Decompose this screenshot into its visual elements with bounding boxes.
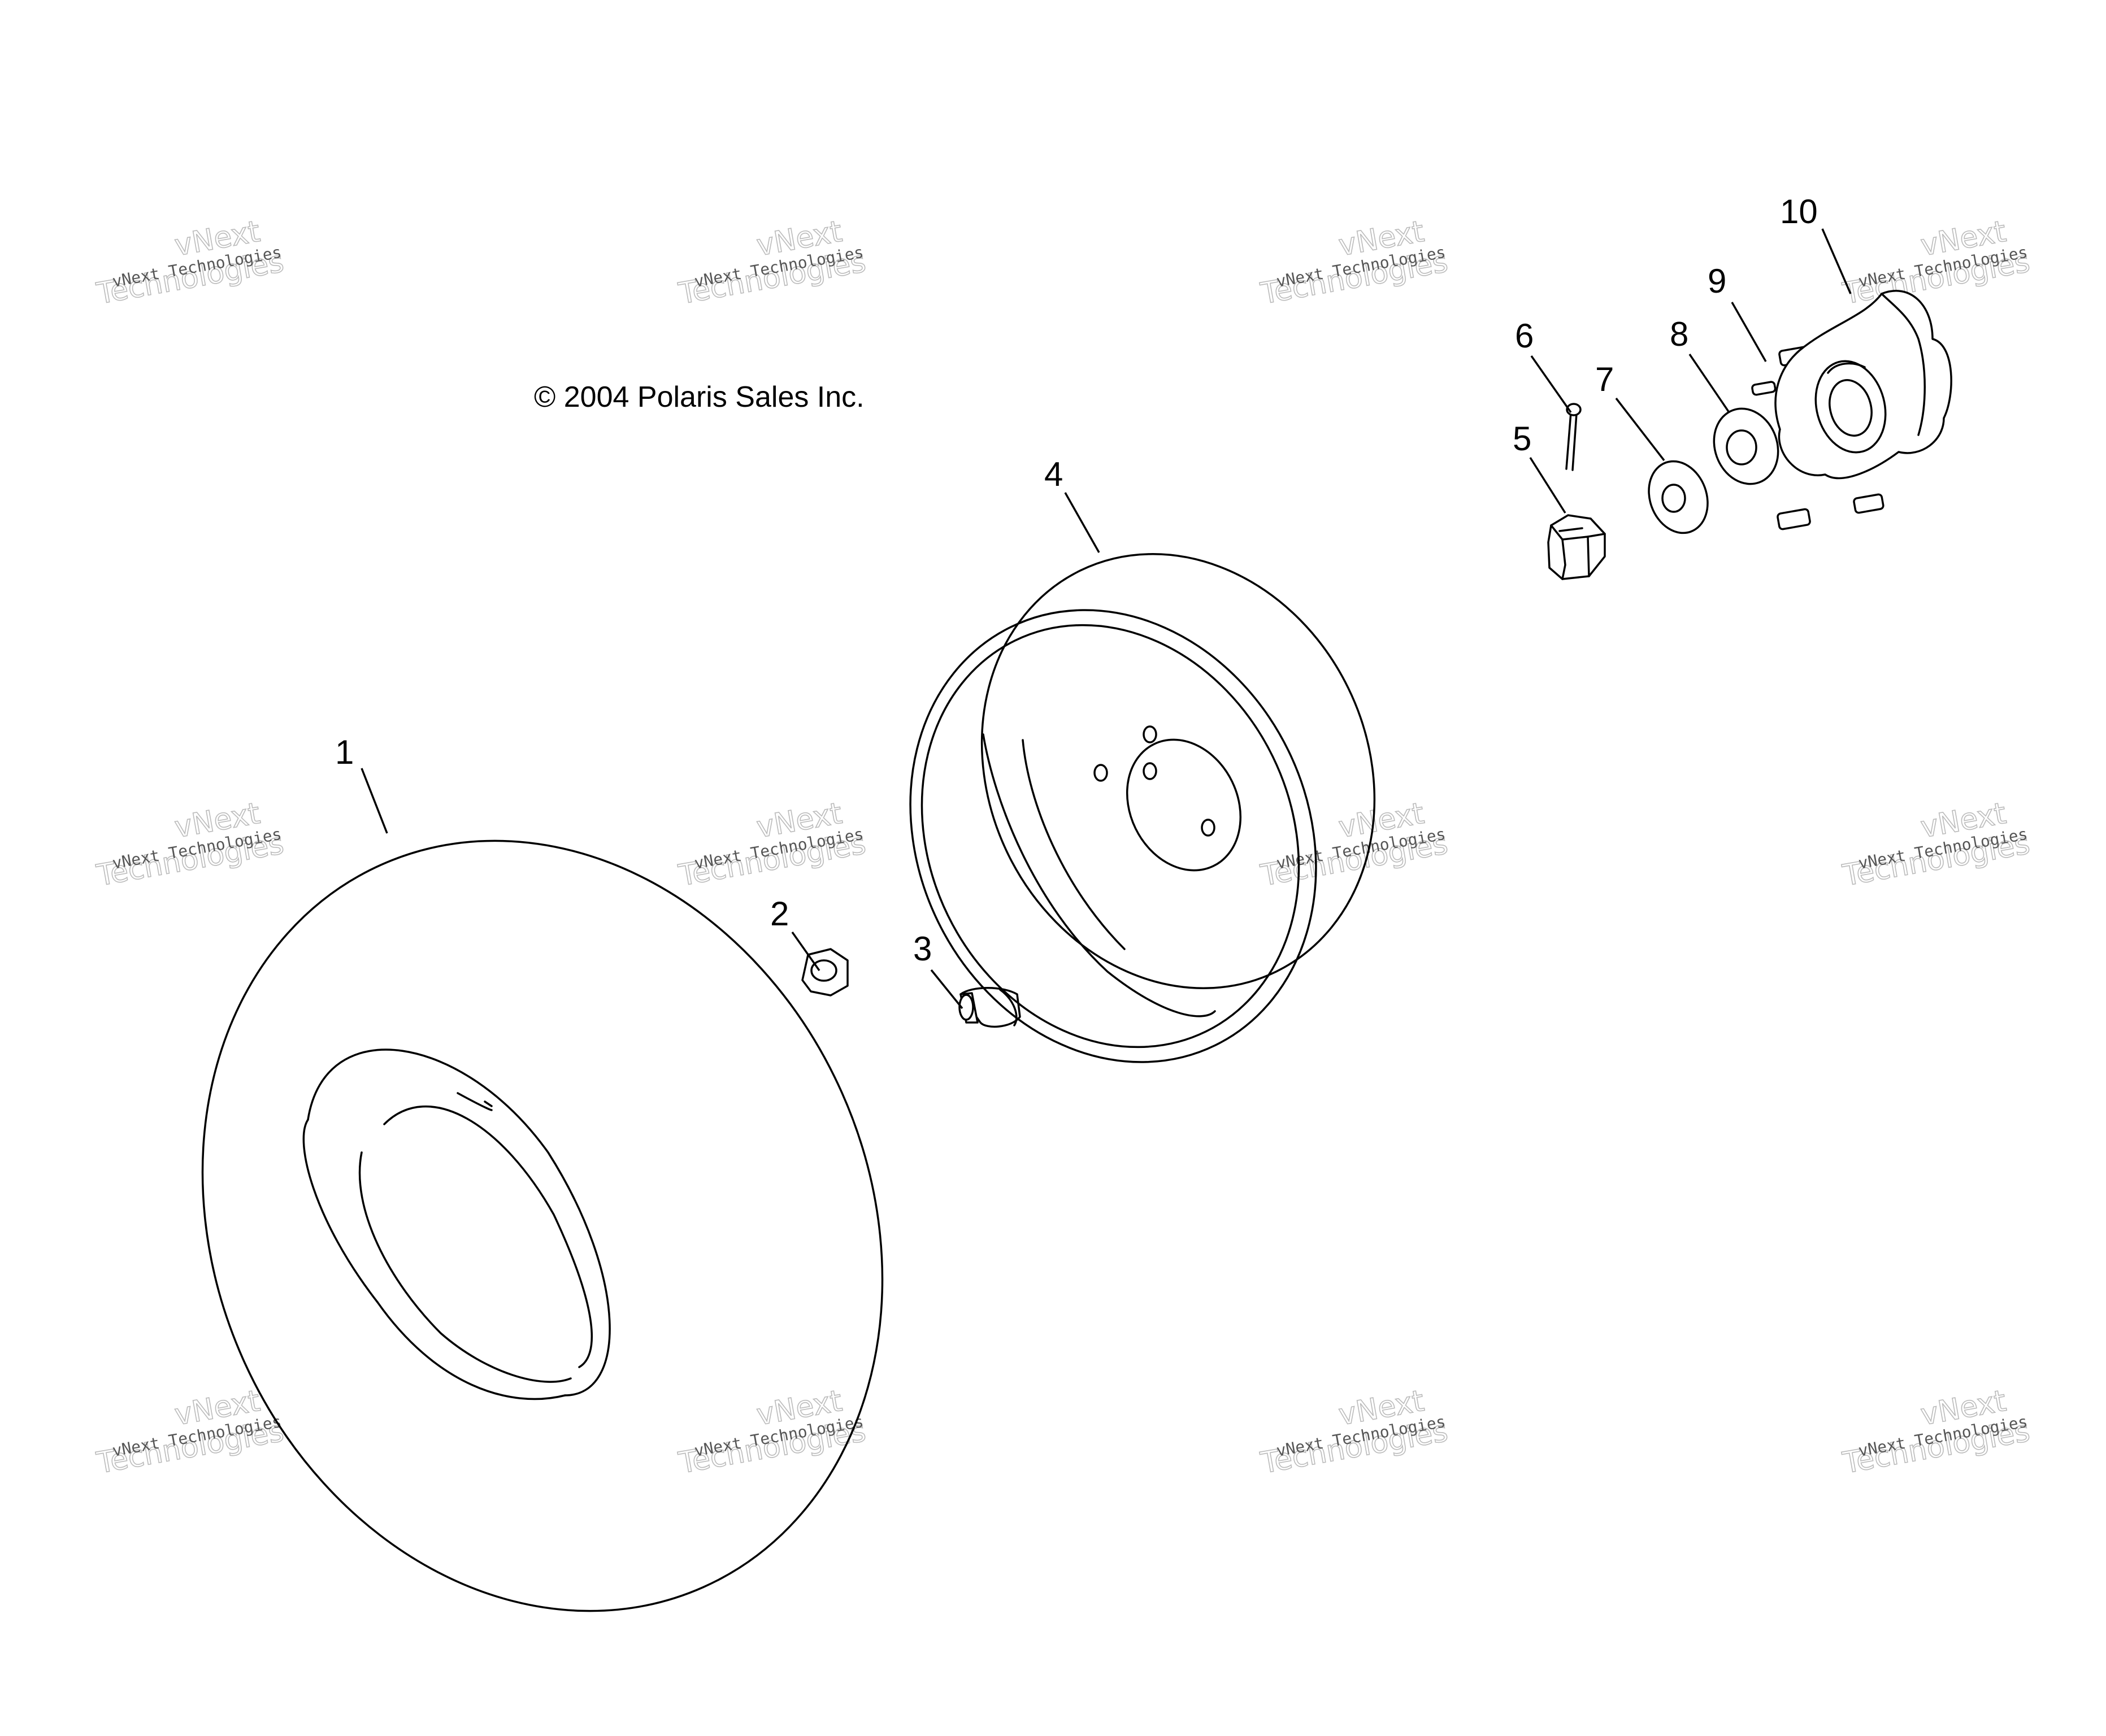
callout-4: 4 xyxy=(1044,455,1063,493)
seal-washer xyxy=(1713,407,1779,485)
wheel-hub xyxy=(1774,290,1952,480)
callout-7: 7 xyxy=(1595,360,1614,398)
valve-stem xyxy=(958,987,1021,1028)
callout-2: 2 xyxy=(770,895,789,933)
callouts: 1 2 3 4 5 6 7 8 9 10 xyxy=(335,193,1818,968)
castle-nut xyxy=(1547,514,1606,580)
copyright-notice: © 2004 Polaris Sales Inc. xyxy=(534,381,865,414)
leader-lines xyxy=(361,228,1852,1010)
washer xyxy=(1648,460,1709,534)
callout-3: 3 xyxy=(913,930,932,968)
callout-8: 8 xyxy=(1670,315,1688,353)
wheel-rim xyxy=(909,553,1376,1063)
valve-nut xyxy=(801,948,849,997)
callout-9: 9 xyxy=(1708,262,1726,300)
tire xyxy=(201,839,884,1612)
cotter-pin xyxy=(1565,403,1582,471)
callout-1: 1 xyxy=(335,733,354,771)
callout-6: 6 xyxy=(1515,317,1534,355)
watermark-group: vNext Technologies vNext Technologies vN… xyxy=(94,214,2033,1481)
callout-5: 5 xyxy=(1513,420,1531,458)
callout-10: 10 xyxy=(1780,193,1818,230)
